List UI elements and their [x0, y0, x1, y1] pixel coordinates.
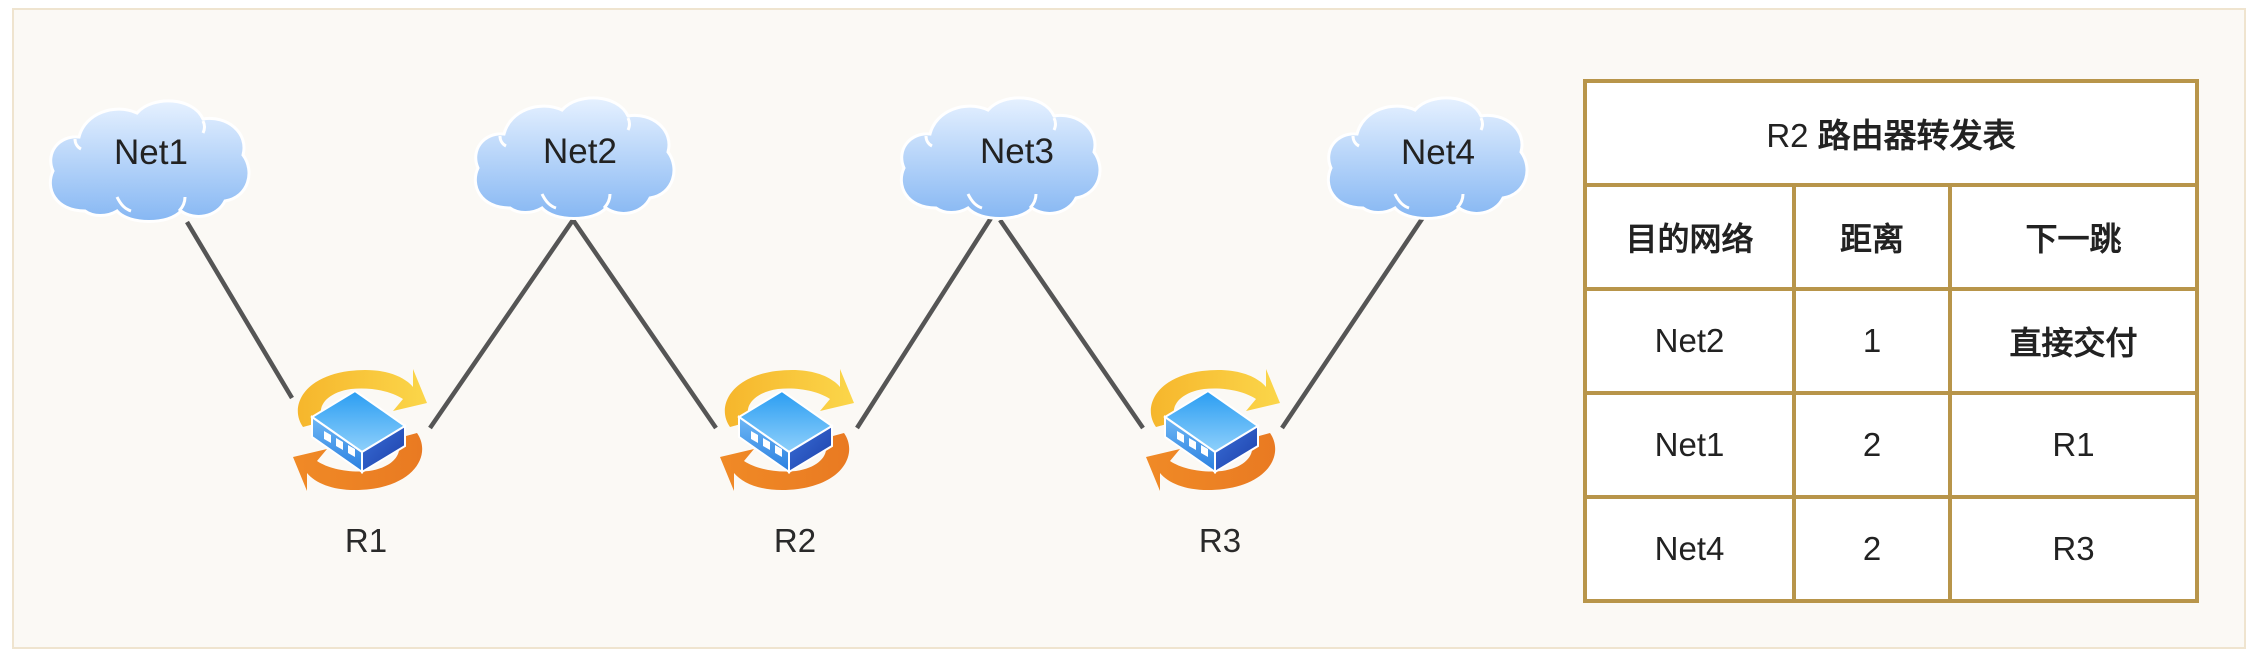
link-r1-net2 [428, 218, 575, 430]
forwarding-table: R2 路由器转发表 目的网络 距离 下一跳 Net2 1 直接交付 Net1 2… [1583, 79, 2199, 603]
link-net1-r1 [185, 220, 294, 400]
cell-distance: 2 [1792, 495, 1952, 603]
table-title-text: 路由器转发表 [1817, 116, 2016, 155]
link-r2-net3 [855, 202, 1002, 430]
cell-distance: 1 [1792, 287, 1952, 395]
column-header-destination: 目的网络 [1583, 183, 1796, 291]
router-icon-r3 [1138, 355, 1288, 505]
link-r3-net4 [1280, 208, 1430, 430]
network-label-net1: Net1 [114, 133, 188, 172]
table-row: Net4 2 R3 [1583, 495, 2199, 603]
cell-destination: Net4 [1583, 495, 1796, 603]
network-label-net3: Net3 [980, 132, 1054, 171]
cell-destination: Net1 [1583, 391, 1796, 499]
cell-next-hop: R1 [1948, 391, 2199, 499]
table-title: R2 路由器转发表 [1583, 79, 2199, 187]
table-title-router: R2 [1766, 117, 1809, 154]
router-label-r2: R2 [773, 522, 817, 559]
cell-next-hop: R3 [1948, 495, 2199, 603]
table-row: Net2 1 直接交付 [1583, 287, 2199, 395]
table-title-row: R2 路由器转发表 [1583, 79, 2199, 187]
network-label-net2: Net2 [543, 132, 617, 171]
router-icon-r1 [285, 355, 435, 505]
router-label-r3: R3 [1198, 522, 1242, 559]
cell-next-hop: 直接交付 [1948, 287, 2199, 395]
cell-destination: Net2 [1583, 287, 1796, 395]
router-label-r1: R1 [344, 522, 388, 559]
table-row: Net1 2 R1 [1583, 391, 2199, 499]
column-header-distance: 距离 [1792, 183, 1952, 291]
table-header-row: 目的网络 距离 下一跳 [1583, 183, 2199, 291]
network-label-net4: Net4 [1401, 133, 1475, 172]
router-icon-r2 [712, 355, 862, 505]
link-net2-r2 [571, 218, 718, 430]
cell-distance: 2 [1792, 391, 1952, 499]
column-header-next-hop: 下一跳 [1948, 183, 2199, 291]
link-net3-r3 [998, 218, 1145, 430]
